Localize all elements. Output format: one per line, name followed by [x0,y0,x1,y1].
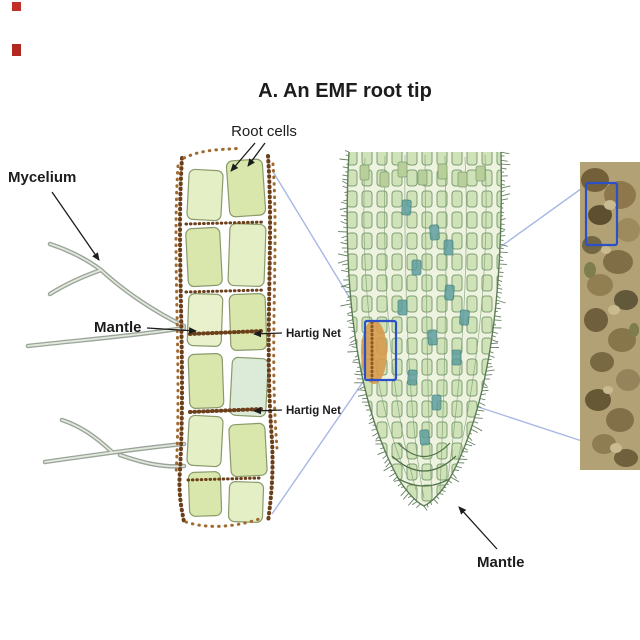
photo-strip [580,162,640,470]
corner-marker [12,2,21,56]
hartig-net-label-2: Hartig Net [286,405,341,417]
root-cells-illustration [28,148,277,526]
mantle-bottom-label: Mantle [477,554,525,571]
root-tip-illustration [338,151,510,511]
mycelium-arrow [52,192,99,260]
root-cell-column [186,159,269,523]
mycelium-label: Mycelium [8,169,76,186]
mantle-bottom-arrow [459,507,497,549]
diagram-title: A. An EMF root tip [258,80,432,102]
mycelium-hyphae [28,244,184,466]
root-cells-label: Root cells [231,123,297,140]
mantle-label: Mantle [94,319,142,336]
hartig-net-label-1: Hartig Net [286,328,341,340]
